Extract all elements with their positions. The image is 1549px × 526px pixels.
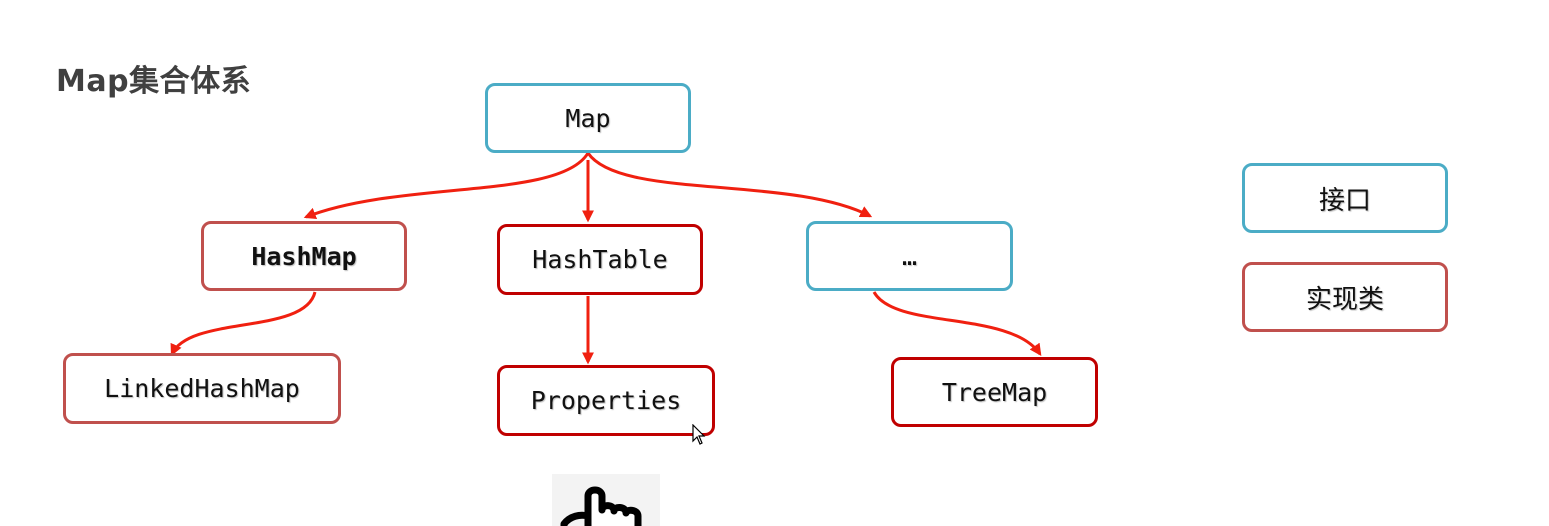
node-hashtable-label: HashTable <box>532 245 668 274</box>
legend-interface-label: 接口 <box>1318 185 1371 216</box>
mouse-pointer-icon <box>692 423 706 450</box>
node-hashmap: HashMap <box>201 221 407 291</box>
page-title: Map集合体系 <box>56 64 252 99</box>
node-etc: … <box>806 221 1013 291</box>
legend-interface: 接口 <box>1242 163 1448 233</box>
node-map: Map <box>485 83 691 153</box>
edge-hashmap-linkedhashmap <box>170 291 317 357</box>
node-hashtable: HashTable <box>497 224 703 295</box>
edge-etc-treemap <box>872 291 1042 356</box>
node-linkedhashmap-label: LinkedHashMap <box>104 374 300 403</box>
edge-map-etc <box>586 152 873 218</box>
legend-impl-label: 实现类 <box>1305 284 1384 315</box>
node-linkedhashmap: LinkedHashMap <box>63 353 341 424</box>
node-treemap: TreeMap <box>891 357 1098 427</box>
hand-pointer-icon <box>552 474 660 526</box>
node-hashmap-label: HashMap <box>251 241 357 271</box>
node-properties: Properties <box>497 365 715 436</box>
node-map-label: Map <box>565 103 611 133</box>
node-properties-label: Properties <box>530 386 682 415</box>
node-etc-label: … <box>901 241 918 271</box>
node-treemap-label: TreeMap <box>941 377 1048 407</box>
edge-map-hashmap <box>303 152 590 220</box>
legend-impl: 实现类 <box>1242 262 1448 332</box>
